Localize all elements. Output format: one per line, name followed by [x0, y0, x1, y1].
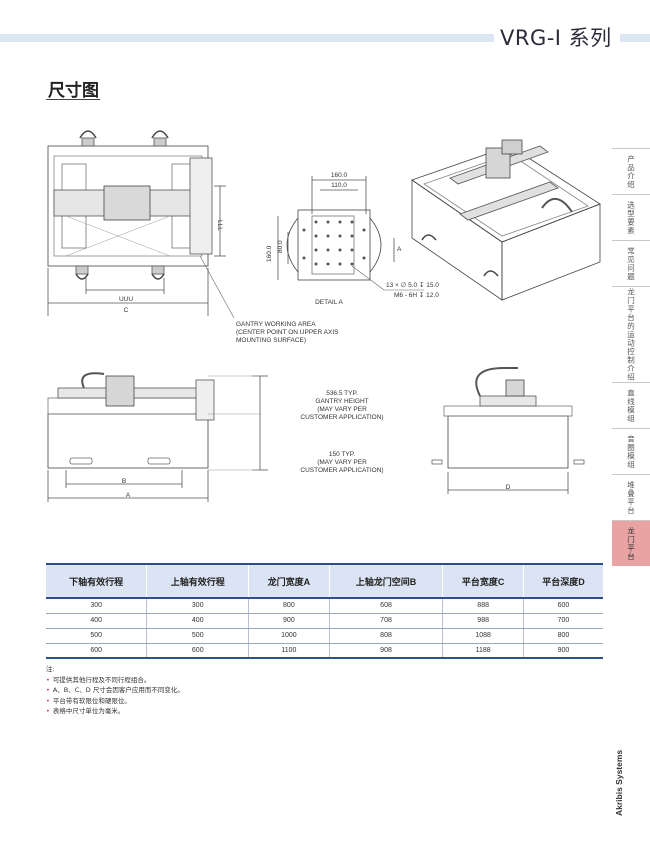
table-cell: 800 [248, 598, 330, 614]
header-gantry-width: 龙门宽度A [248, 563, 330, 599]
note-item: •表格中尺寸单位为毫米。 [46, 707, 125, 715]
table-cell: 1088 [442, 628, 524, 644]
sidebar-item-gantry-stage[interactable]: 龙门平台 [612, 520, 650, 566]
table-cell: 1000 [248, 628, 330, 644]
bullet-icon: • [46, 686, 50, 694]
drawing-canvas [47, 130, 601, 502]
table-cell: 600 [46, 643, 147, 659]
table-cell: 988 [442, 613, 524, 629]
table-cell: 800 [522, 628, 603, 644]
dimension-drawings: UUU C LLL GANTRY WORKING AREA (CENTER PO… [40, 118, 610, 508]
isometric-drawing [411, 139, 601, 301]
header-platform-depth: 平台深度D [522, 563, 603, 599]
table-cell: 400 [46, 613, 147, 629]
table-cell: 900 [248, 613, 330, 629]
top-view-drawing [47, 130, 235, 319]
dim-160-vertical-label: 160.0 [266, 245, 273, 262]
table-cell: 700 [522, 613, 603, 629]
table-cell: 600 [522, 598, 603, 614]
bullet-icon: • [46, 696, 50, 705]
dim-c-label: C [123, 307, 129, 314]
header-band-left [0, 34, 494, 42]
notes-title: 注: [46, 665, 55, 673]
table-cell: 900 [522, 643, 603, 659]
table-header-row: 下轴有效行程 上轴有效行程 龙门宽度A 上轴龙门空间B 平台宽度C 平台深度D [46, 563, 603, 599]
sidebar-item-selection[interactable]: 选型要素 [612, 194, 650, 240]
dim-d-label: D [505, 484, 511, 491]
dim-80-label: 80.0 [277, 240, 284, 253]
hole-spec-1: 13 × ∅ 5.0 ↧ 15.0 [386, 282, 439, 289]
table-cell: 1100 [248, 643, 330, 659]
section-title: 尺寸图 [48, 81, 99, 101]
section-underline [46, 99, 100, 100]
brand-name: Akribis Systems [614, 749, 624, 816]
notes-block: 注: •可提供其他行程及不同行程组合。 •A、B、C、D 尺寸会因客户应用而不同… [46, 664, 184, 717]
bullet-icon: • [46, 707, 50, 715]
dim-a-label: A [125, 492, 131, 499]
table-row: 500 500 1000 808 1088 800 [46, 628, 603, 644]
detail-a-drawing [277, 176, 424, 291]
note-item: •可提供其他行程及不同行程组合。 [46, 675, 151, 684]
sidebar-item-motion-control[interactable]: 龙门平台的运动控制介绍 [612, 286, 650, 382]
chapter-sidebar: 产品介绍 选型要素 常见问题 龙门平台的运动控制介绍 直线模组 音圈模组 堆叠平… [612, 148, 650, 566]
gantry-working-area-label: GANTRY WORKING AREA (CENTER POINT ON UPP… [236, 321, 339, 344]
table-cell: 1188 [442, 643, 524, 659]
header-band-right [620, 34, 650, 42]
table-row: 300 300 800 608 888 600 [46, 598, 603, 614]
sidebar-item-product-intro[interactable]: 产品介绍 [612, 148, 650, 194]
header-upper-axis-stroke: 上轴有效行程 [146, 563, 249, 599]
sidebar-item-faq[interactable]: 常见问题 [612, 240, 650, 286]
hole-spec-2: M6 - 6H ↧ 12.0 [394, 292, 439, 299]
detail-a-label: DETAIL A [315, 299, 343, 306]
table-row: 600 600 1100 908 1188 900 [46, 643, 603, 659]
table-row: 400 400 900 708 988 700 [46, 613, 603, 629]
sidebar-item-linear-module[interactable]: 直线模组 [612, 382, 650, 428]
table-cell: 888 [442, 598, 524, 614]
table-cell: 808 [328, 628, 443, 644]
dim-b-label: B [121, 478, 127, 485]
header-platform-width: 平台宽度C [442, 563, 524, 599]
dim-a-detail-label: A [397, 246, 402, 253]
note-item: •平台带有软限位和硬限位。 [46, 696, 131, 705]
sidebar-item-voice-coil[interactable]: 音圈模组 [612, 428, 650, 474]
table-cell: 600 [146, 643, 249, 659]
header-lower-axis-stroke: 下轴有效行程 [46, 563, 147, 599]
table-cell: 608 [328, 598, 443, 614]
gantry-height-label: 536.5 TYP. GANTRY HEIGHT (MAY VARY PER C… [300, 390, 384, 421]
table-cell: 500 [146, 628, 249, 644]
dim-160-label: 160.0 [330, 172, 348, 179]
base-height-label: 150 TYP. (MAY VARY PER CUSTOMER APPLICAT… [300, 451, 384, 474]
spec-table: 下轴有效行程 上轴有效行程 龙门宽度A 上轴龙门空间B 平台宽度C 平台深度D … [46, 563, 603, 659]
series-title: VRG-I 系列 [500, 26, 612, 50]
sidebar-item-stacked-stage[interactable]: 堆叠平台 [612, 474, 650, 520]
side-view-drawing [431, 367, 585, 494]
header-gantry-space: 上轴龙门空间B [328, 563, 443, 599]
front-view-drawing [47, 372, 268, 502]
note-item: •A、B、C、D 尺寸会因客户应用而不同变化。 [46, 686, 184, 694]
table-cell: 500 [46, 628, 147, 644]
table-cell: 708 [328, 613, 443, 629]
bullet-icon: • [46, 675, 50, 684]
table-cell: 300 [146, 598, 249, 614]
dim-uuu-label: UUU [118, 296, 134, 303]
table-cell: 300 [46, 598, 147, 614]
dim-lll-label: LLL [216, 220, 223, 231]
table-cell: 400 [146, 613, 249, 629]
table-cell: 908 [328, 643, 443, 659]
dim-110-label: 110.0 [331, 182, 347, 189]
